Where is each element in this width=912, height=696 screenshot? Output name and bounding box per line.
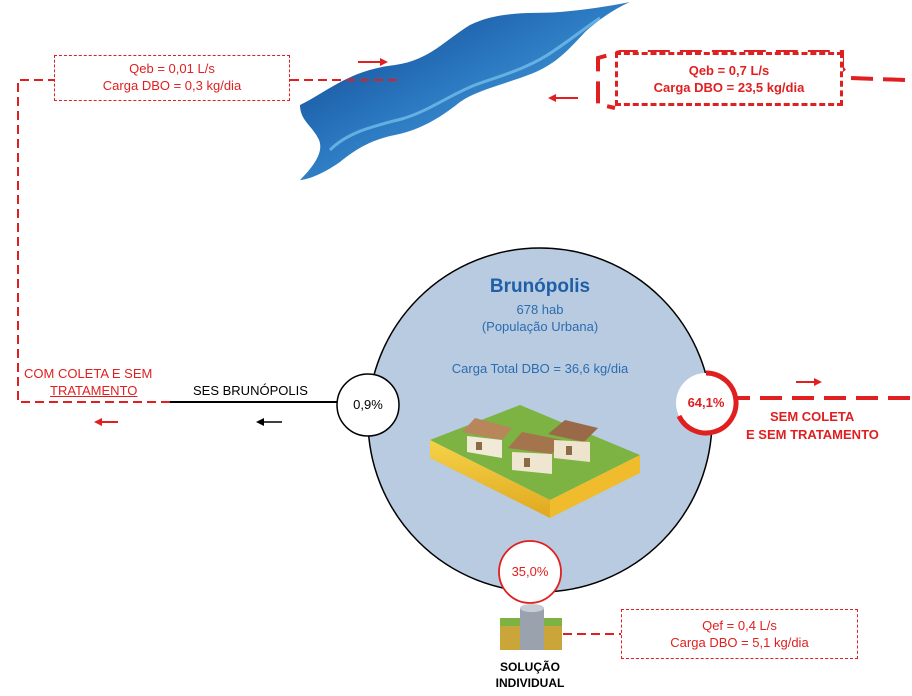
city-population-note: (População Urbana) — [481, 319, 599, 334]
collection-label-line1: COM COLETA E SEM — [24, 366, 153, 381]
individual-load-text: Carga DBO = 5,1 kg/dia — [670, 635, 809, 650]
individual-label-line2: INDIVIDUAL — [495, 676, 565, 690]
no-collection-flow-text: Qeb = 0,7 L/s — [688, 63, 770, 78]
collection-discharge-path — [17, 79, 400, 403]
city-name: Brunópolis — [489, 276, 591, 297]
collection-load-text: Carga DBO = 0,3 kg/dia — [102, 78, 242, 93]
no-collection-label-line1: SEM COLETA — [770, 409, 855, 424]
collection-percent: 0,9% — [353, 397, 383, 412]
individual-percent-circle — [498, 540, 562, 604]
arrow-left-icon — [256, 418, 282, 426]
city-population: 678 hab — [516, 302, 564, 317]
no-collection-percent: 64,1% — [687, 395, 725, 410]
city-total-load: Carga Total DBO = 36,6 kg/dia — [451, 361, 629, 376]
no-collection-percent-arc — [676, 370, 739, 436]
no-collection-percent-circle — [676, 373, 736, 433]
arrow-right-icon — [358, 58, 388, 66]
arrow-left-icon — [548, 94, 578, 102]
river-icon — [300, 2, 630, 180]
individual-load-box: Qef = 0,4 L/s Carga DBO = 5,1 kg/dia — [621, 609, 858, 659]
arrow-left-icon — [94, 418, 118, 426]
no-collection-load-box: Qeb = 0,7 L/s Carga DBO = 23,5 kg/dia — [615, 52, 843, 106]
collection-percent-circle — [336, 373, 400, 437]
collection-label-line2: TRATAMENTO — [50, 383, 138, 398]
ses-label: SES BRUNÓPOLIS — [193, 383, 308, 398]
houses-icon — [430, 405, 640, 518]
individual-label-line1: SOLUÇÃO — [500, 660, 560, 674]
collection-load-box: Qeb = 0,01 L/s Carga DBO = 0,3 kg/dia — [54, 55, 290, 101]
no-collection-label-line2: E SEM TRATAMENTO — [746, 427, 879, 442]
individual-percent: 35,0% — [511, 564, 549, 579]
arrow-right-icon — [796, 378, 822, 386]
no-collection-load-text: Carga DBO = 23,5 kg/dia — [653, 80, 805, 95]
individual-flow-text: Qef = 0,4 L/s — [702, 618, 777, 633]
collection-flow-text: Qeb = 0,01 L/s — [129, 61, 215, 76]
septic-tank-icon — [500, 604, 562, 650]
